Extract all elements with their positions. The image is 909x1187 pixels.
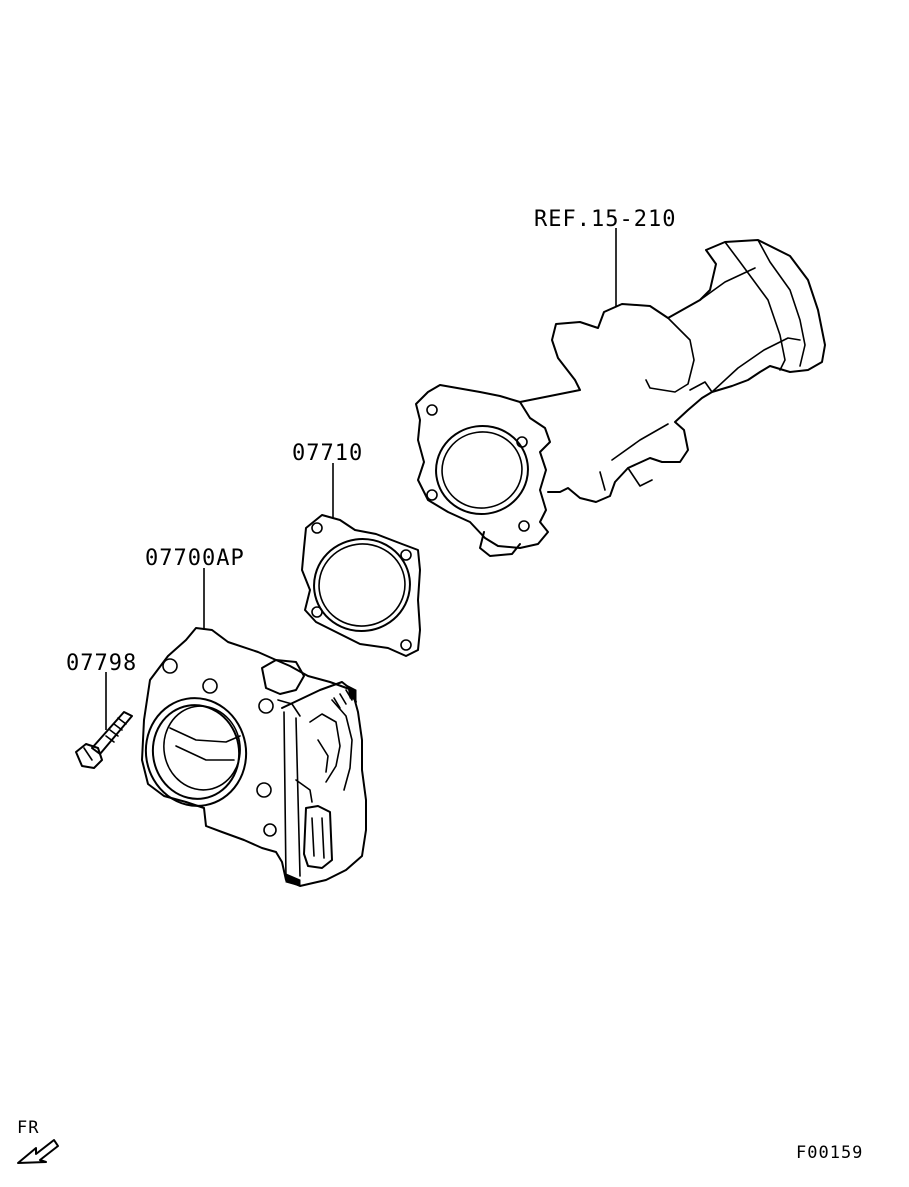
callout-bolt: 07798	[66, 651, 137, 676]
callout-throttle-body: 07700AP	[145, 546, 245, 571]
orientation-label: FR	[17, 1118, 39, 1138]
intake-manifold	[415, 239, 826, 557]
callout-gasket: 07710	[292, 441, 363, 466]
gasket	[301, 514, 421, 657]
figure-code: F00159	[796, 1143, 863, 1163]
front-direction-arrow-icon	[17, 1139, 59, 1164]
bolt	[75, 711, 133, 769]
callout-manifold-ref: REF.15-210	[534, 207, 676, 232]
throttle-body	[141, 627, 367, 887]
